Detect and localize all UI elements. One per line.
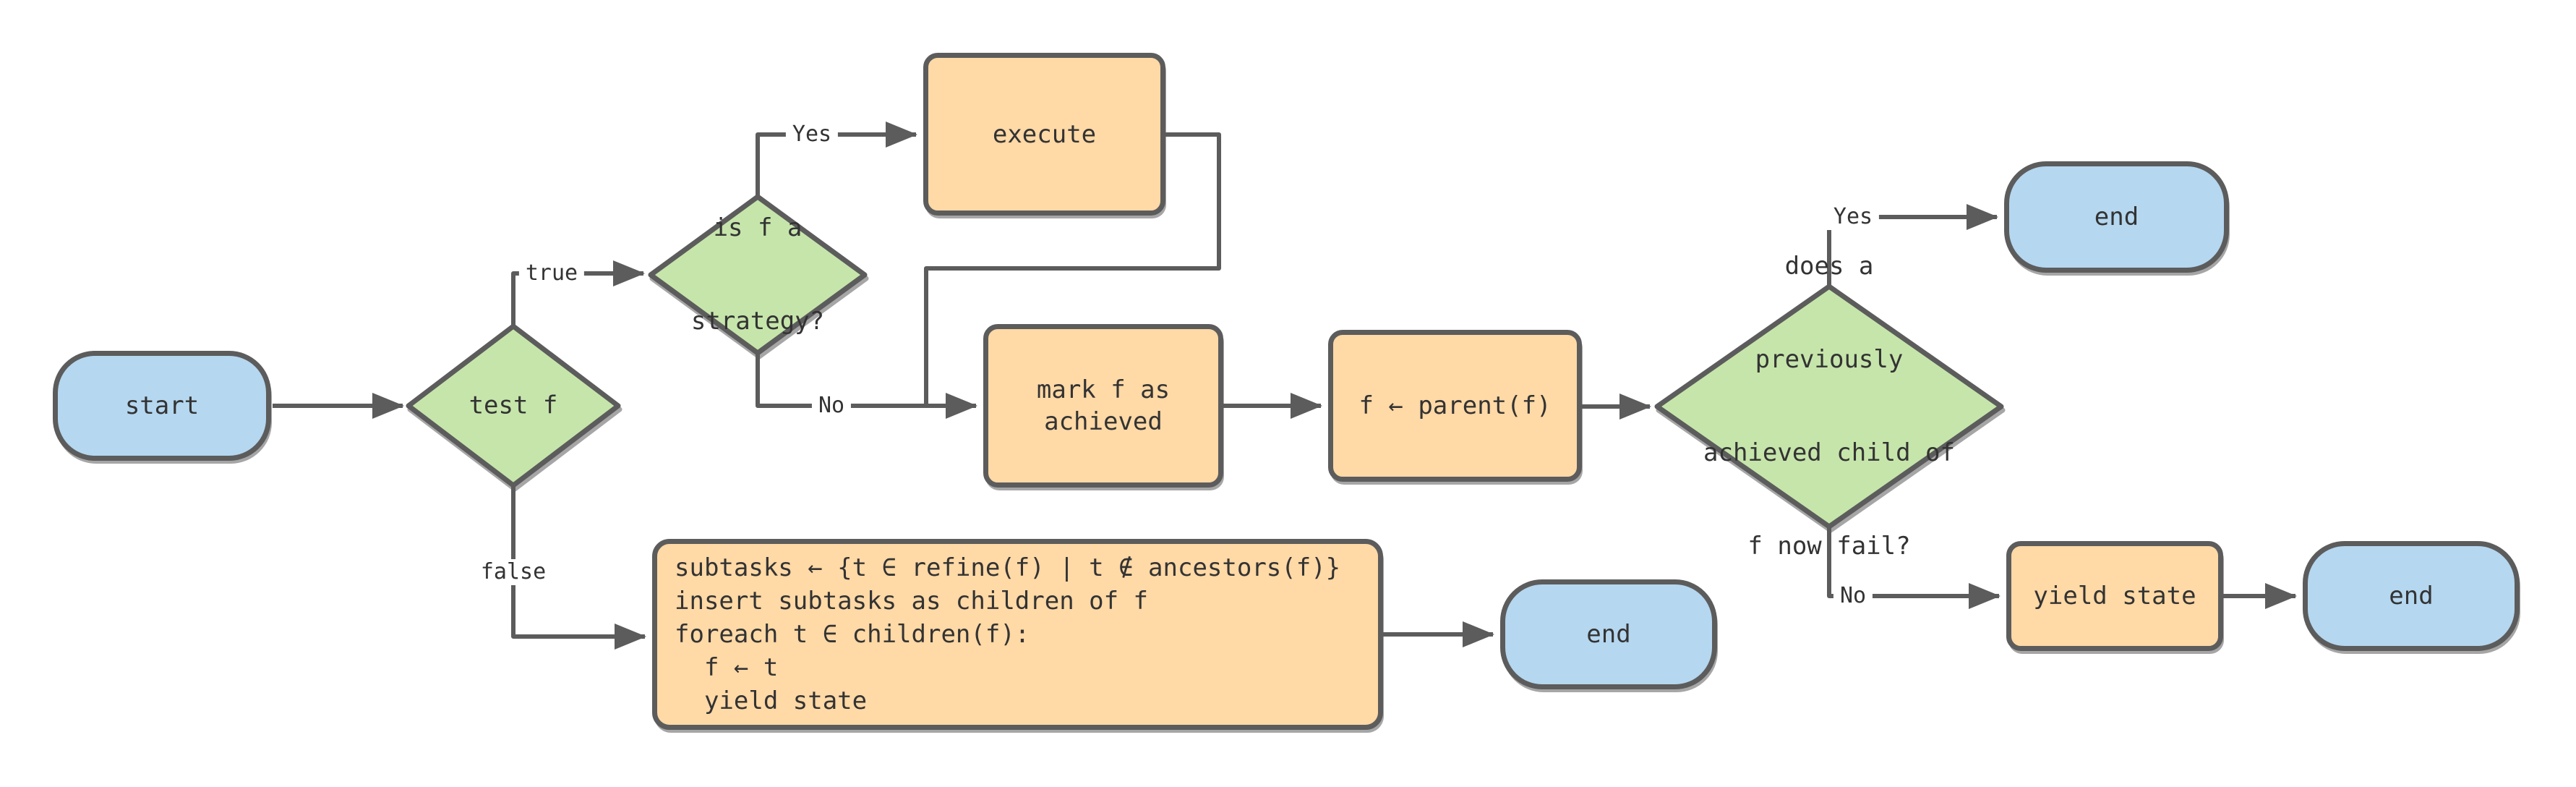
edge-label-strategy-no: No — [811, 393, 852, 419]
decision-is-strategy-label: is f a strategy? — [691, 150, 824, 399]
refine-line-4: f ← t — [675, 653, 779, 682]
node-assign-parent: f ← parent(f) — [1328, 330, 1582, 482]
edge-childfail-no-to-yield — [1827, 527, 2001, 609]
decision-child-fail-label: does a previously achieved child of f no… — [1703, 189, 1955, 624]
edge-strategy-no-to-mark — [756, 353, 977, 419]
edge-execute-return — [924, 132, 1221, 406]
edge-label-true: true — [518, 260, 585, 286]
node-yield-state-label: yield state — [2033, 582, 2196, 611]
edge-label-fail-no: No — [1833, 583, 1873, 609]
node-start: start — [53, 351, 271, 461]
node-mark-achieved: mark f as achieved — [983, 324, 1223, 488]
decision-is-strategy-shape — [648, 194, 868, 356]
node-start-label: start — [124, 391, 200, 420]
node-yield-state: yield state — [2006, 541, 2223, 651]
refine-line-3: foreach t ∈ children(f): — [675, 620, 1030, 649]
decision-test-f-label: test f — [468, 391, 558, 420]
node-assign-parent-label: f ← parent(f) — [1358, 391, 1552, 420]
refine-line-1: subtasks ← {t ∈ refine(f) | t ∉ ancestor… — [675, 553, 1341, 582]
node-refine-block: subtasks ← {t ∈ refine(f) | t ∉ ancestor… — [652, 539, 1383, 730]
decision-is-strategy-line2: strategy? — [690, 307, 825, 336]
node-end-top-label: end — [2094, 203, 2139, 231]
edge-strategy-yes-to-execute — [756, 122, 917, 197]
node-end-mid-label: end — [1586, 620, 1631, 649]
edge-label-fail-yes: Yes — [1826, 204, 1880, 230]
node-end-right-label: end — [2389, 582, 2434, 611]
node-execute: execute — [923, 53, 1165, 216]
node-end-right: end — [2303, 541, 2520, 651]
decision-child-fail-line2: previously — [1755, 345, 1904, 374]
edge-label-false: false — [474, 559, 553, 585]
decision-child-fail-line4: f now fail? — [1747, 532, 1911, 561]
edge-testf-false-to-refine — [511, 485, 646, 650]
decision-test-f-shape — [406, 323, 621, 488]
node-mark-achieved-line1: mark f as — [1036, 375, 1171, 404]
node-execute-label: execute — [992, 119, 1097, 149]
refine-line-2: insert subtasks as children of f — [675, 587, 1149, 616]
decision-child-fail-line3: achieved child of — [1703, 438, 1955, 467]
node-mark-achieved-line2: achieved — [1044, 407, 1163, 436]
decision-is-strategy-line1: is f a — [713, 213, 803, 242]
node-end-top: end — [2004, 161, 2229, 273]
refine-line-5: yield state — [675, 686, 868, 715]
decision-child-fail-shape — [1654, 284, 2004, 529]
edge-label-strategy-yes: Yes — [785, 122, 839, 148]
decision-child-fail-line1: does a — [1784, 252, 1874, 281]
edge-testf-true-to-strategy — [511, 260, 645, 326]
node-end-mid: end — [1500, 579, 1717, 689]
